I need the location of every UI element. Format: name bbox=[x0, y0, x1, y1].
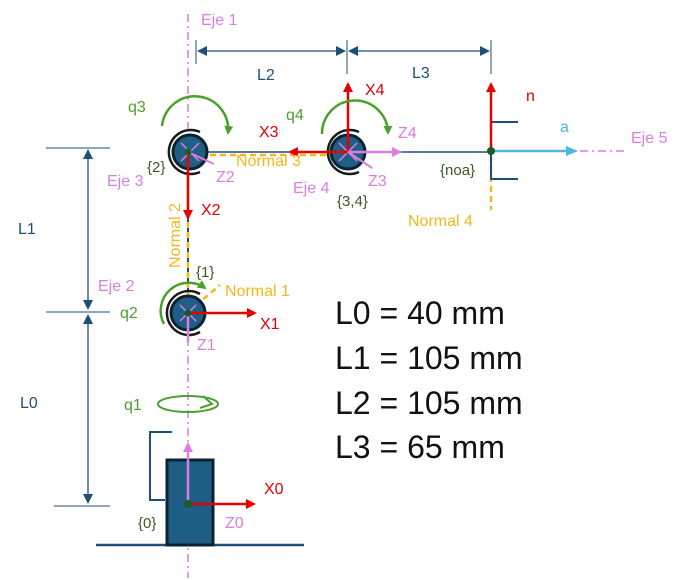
z1-label: Z1 bbox=[197, 337, 216, 354]
frame0-origin bbox=[184, 500, 192, 508]
normal1-label: Normal 1 bbox=[225, 283, 290, 300]
link-lengths-panel: L0 = 40 mm L1 = 105 mm L2 = 105 mm L3 = … bbox=[333, 289, 523, 469]
base-bracket bbox=[149, 431, 172, 501]
frame34-label: {3,4} bbox=[337, 193, 368, 210]
z2-axis bbox=[187, 151, 215, 165]
spec-l3: L3 = 65 mm bbox=[335, 429, 505, 465]
frame2-label: {2} bbox=[147, 159, 165, 176]
l0-label: L0 bbox=[20, 395, 38, 412]
q2-rotation bbox=[159, 280, 207, 325]
q3-label: q3 bbox=[128, 99, 146, 116]
frame1-origin bbox=[184, 309, 192, 317]
eje5-label: Eje 5 bbox=[631, 130, 668, 147]
frame0-label: {0} bbox=[138, 515, 156, 532]
eje2-label: Eje 2 bbox=[98, 278, 135, 295]
spec-l1: L1 = 105 mm bbox=[335, 340, 523, 376]
q4-rotation bbox=[320, 99, 393, 135]
spec-l2: L2 = 105 mm bbox=[335, 385, 523, 421]
x2-label: X2 bbox=[201, 202, 221, 219]
frame1-label: {1} bbox=[196, 264, 214, 281]
l1-label: L1 bbox=[18, 221, 36, 238]
normal2-label: Normal 2 bbox=[167, 203, 184, 268]
x1-label: X1 bbox=[260, 316, 280, 333]
gripper-bottom bbox=[490, 152, 518, 180]
z3-label: Z3 bbox=[368, 173, 387, 190]
z0-label: Z0 bbox=[225, 515, 244, 532]
x3-label: X3 bbox=[259, 124, 279, 141]
q3-rotation bbox=[160, 95, 234, 135]
a-label: a bbox=[560, 119, 569, 136]
q1-label: q1 bbox=[124, 397, 142, 414]
normal3-label: Normal 3 bbox=[236, 153, 301, 170]
q2-label: q2 bbox=[120, 305, 138, 322]
l3-label: L3 bbox=[412, 65, 430, 82]
q1-rotation bbox=[157, 395, 219, 413]
normal1-line bbox=[187, 284, 221, 313]
q1-arrowhead bbox=[199, 395, 214, 409]
z3-axis bbox=[347, 151, 373, 169]
frame-noa-label: {noa} bbox=[440, 162, 475, 179]
z2-label: Z2 bbox=[216, 169, 235, 186]
frame-noa-origin bbox=[487, 147, 495, 155]
n-label: n bbox=[526, 88, 535, 105]
gripper-top bbox=[490, 121, 518, 152]
spec-l0: L0 = 40 mm bbox=[335, 295, 505, 331]
eje1-label: Eje 1 bbox=[201, 12, 238, 29]
frame2-origin bbox=[184, 148, 192, 156]
eje4-label: Eje 4 bbox=[293, 180, 330, 197]
x4-label: X4 bbox=[365, 82, 385, 99]
eje3-label: Eje 3 bbox=[107, 173, 144, 190]
normal4-label: Normal 4 bbox=[408, 213, 473, 230]
z4-label: Z4 bbox=[398, 125, 417, 142]
q4-label: q4 bbox=[286, 107, 304, 124]
l2-label: L2 bbox=[257, 67, 275, 84]
x0-label: X0 bbox=[264, 481, 284, 498]
